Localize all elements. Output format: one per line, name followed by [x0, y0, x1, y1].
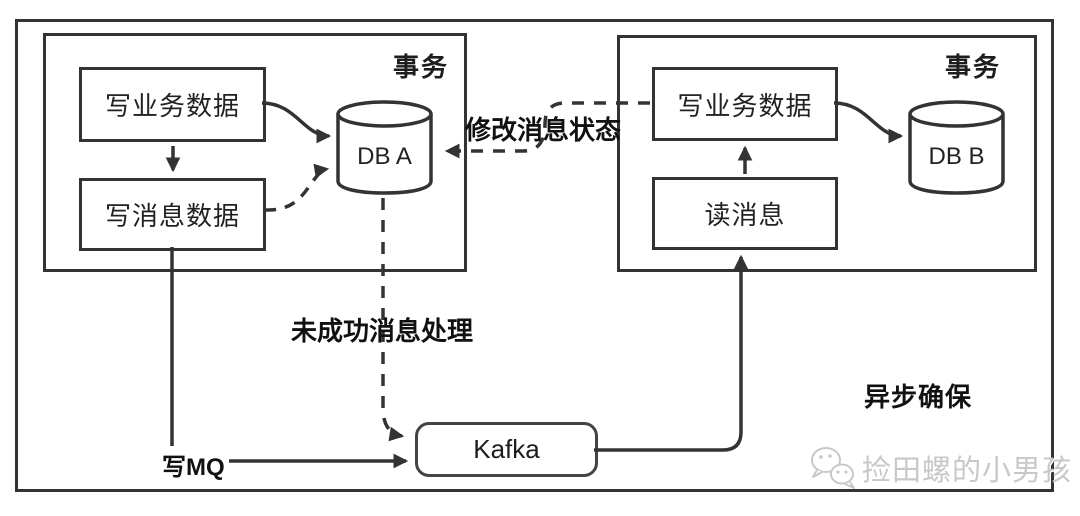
watermark-text: 捡田螺的小男孩 — [862, 455, 1073, 487]
label-unsuccessful-message-processing: 未成功消息处理 — [291, 316, 474, 346]
node-write-message-data-left: 写消息数据 — [79, 178, 266, 251]
node-kafka: Kafka — [415, 422, 598, 477]
left-transaction-label: 事务 — [393, 52, 450, 82]
db-a-label: DB A — [357, 143, 412, 170]
label-async-assurance: 异步确保 — [864, 382, 973, 412]
node-read-message-right: 读消息 — [652, 177, 838, 250]
node-write-business-data-left: 写业务数据 — [79, 67, 266, 142]
label-modify-message-status: 修改消息状态 — [465, 115, 622, 145]
db-b-label: DB B — [928, 143, 985, 170]
watermark: 捡田螺的小男孩 — [808, 443, 1072, 493]
label-write-mq: 写MQ — [162, 454, 225, 481]
node-write-business-data-right: 写业务数据 — [652, 67, 838, 141]
outer-frame — [15, 19, 1054, 492]
right-transaction-label: 事务 — [945, 52, 1002, 82]
wechat-icon — [811, 447, 855, 489]
